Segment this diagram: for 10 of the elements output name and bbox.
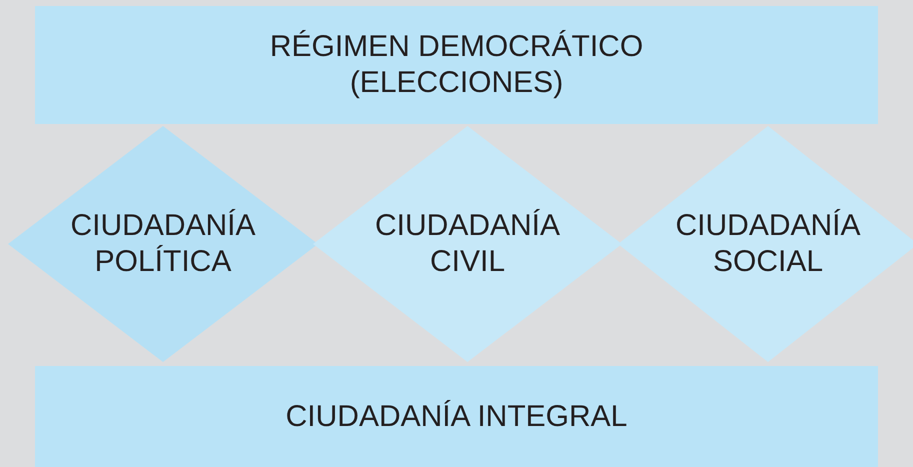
- diamond-shape: [618, 126, 913, 362]
- diamond-shape: [8, 126, 318, 362]
- node-label: CIUDADANÍA POLÍTICA: [69, 208, 257, 280]
- banner-box: [35, 6, 878, 124]
- node-label: RÉGIMEN DEMOCRÁTICO (ELECCIONES): [268, 29, 644, 101]
- node-label: CIUDADANÍA INTEGRAL: [286, 398, 628, 434]
- banner-box: [35, 366, 878, 467]
- node-label: CIUDADANÍA CIVIL: [374, 208, 562, 280]
- diamond-shape: [313, 126, 622, 362]
- node-label: CIUDADANÍA SOCIAL: [674, 208, 862, 280]
